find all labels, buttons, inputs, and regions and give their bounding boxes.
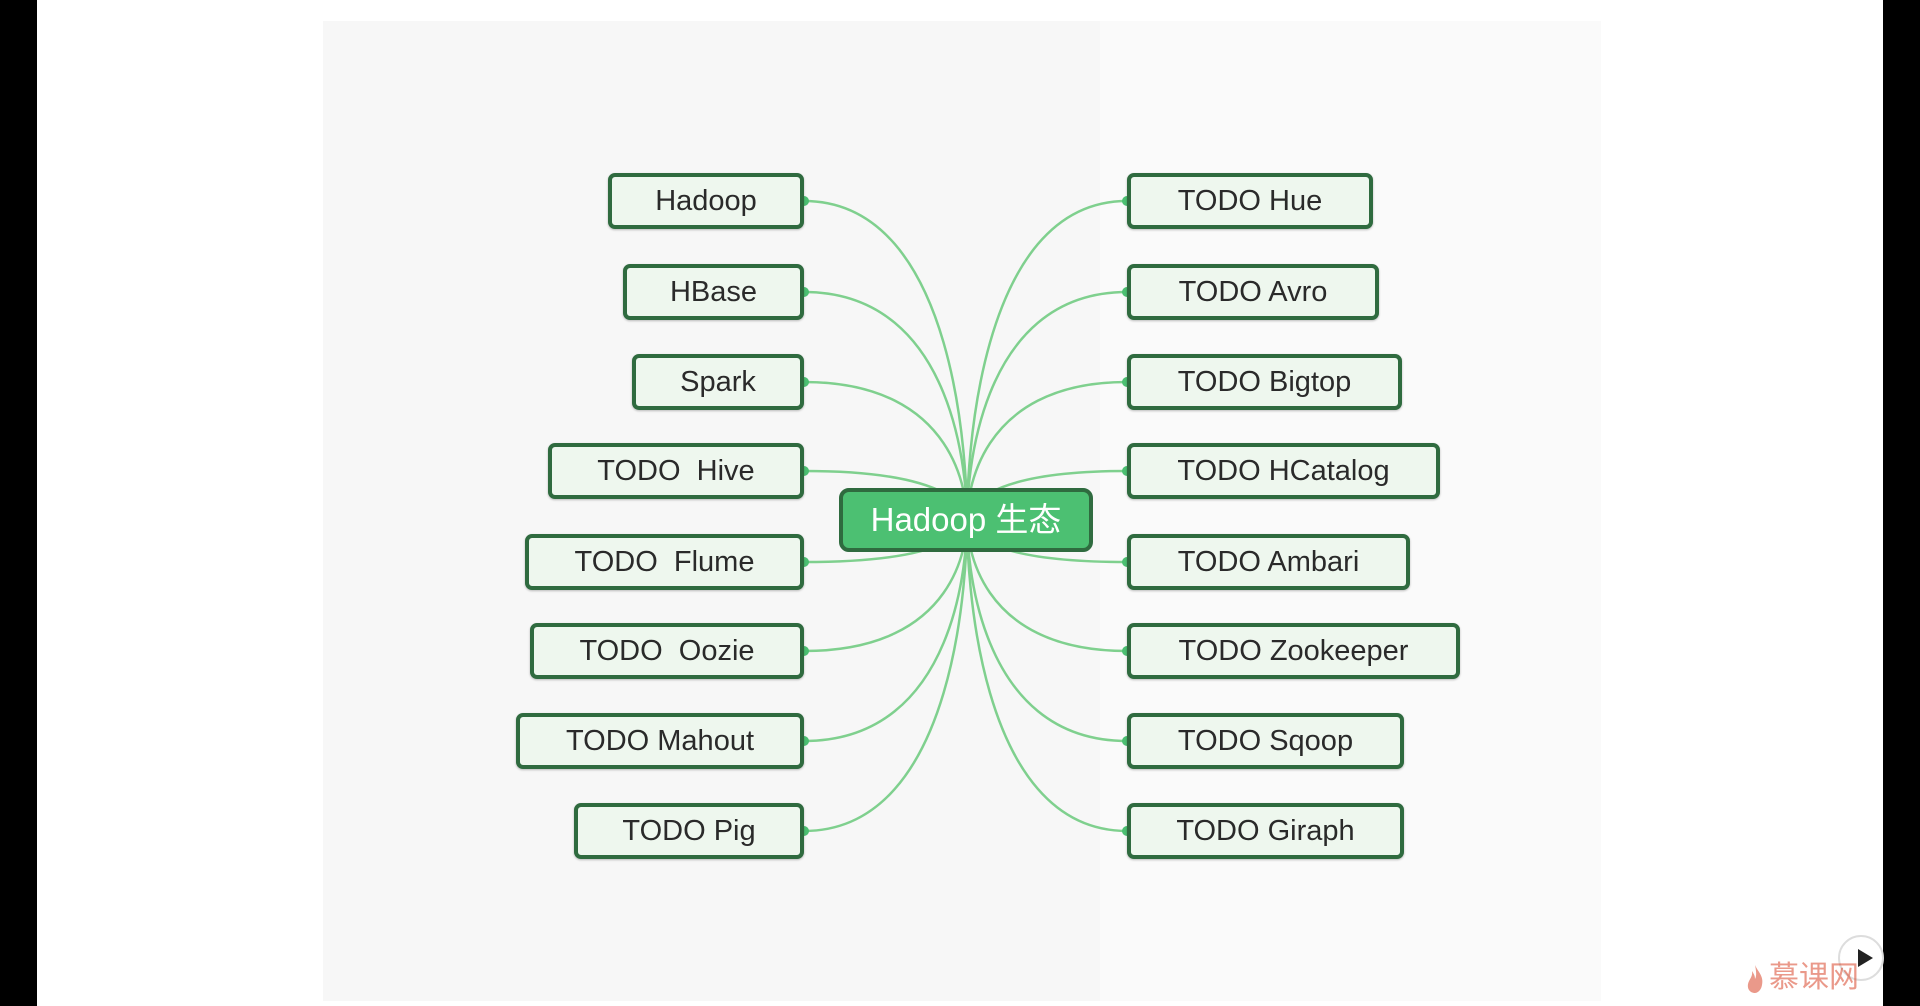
node-avro: TODO Avro [1127,264,1379,320]
node-hadoop: Hadoop [608,173,804,229]
play-button[interactable] [1838,935,1884,981]
center-node-hadoop-ecosystem: Hadoop 生态 [839,488,1093,552]
node-spark: Spark [632,354,804,410]
node-oozie: TODO Oozie [530,623,804,679]
node-hive: TODO Hive [548,443,804,499]
node-hbase: HBase [623,264,804,320]
node-hue: TODO Hue [1127,173,1373,229]
flame-icon [1747,964,1763,993]
node-flume: TODO Flume [525,534,804,590]
watermark-logo: 慕课网 [1745,958,1859,998]
node-ambari: TODO Ambari [1127,534,1410,590]
node-mahout: TODO Mahout [516,713,804,769]
watermark-text: 慕课网 [1769,960,1859,995]
node-hcatalog: TODO HCatalog [1127,443,1440,499]
node-pig: TODO Pig [574,803,804,859]
node-zookeeper: TODO Zookeeper [1127,623,1460,679]
node-sqoop: TODO Sqoop [1127,713,1404,769]
node-giraph: TODO Giraph [1127,803,1404,859]
node-bigtop: TODO Bigtop [1127,354,1402,410]
